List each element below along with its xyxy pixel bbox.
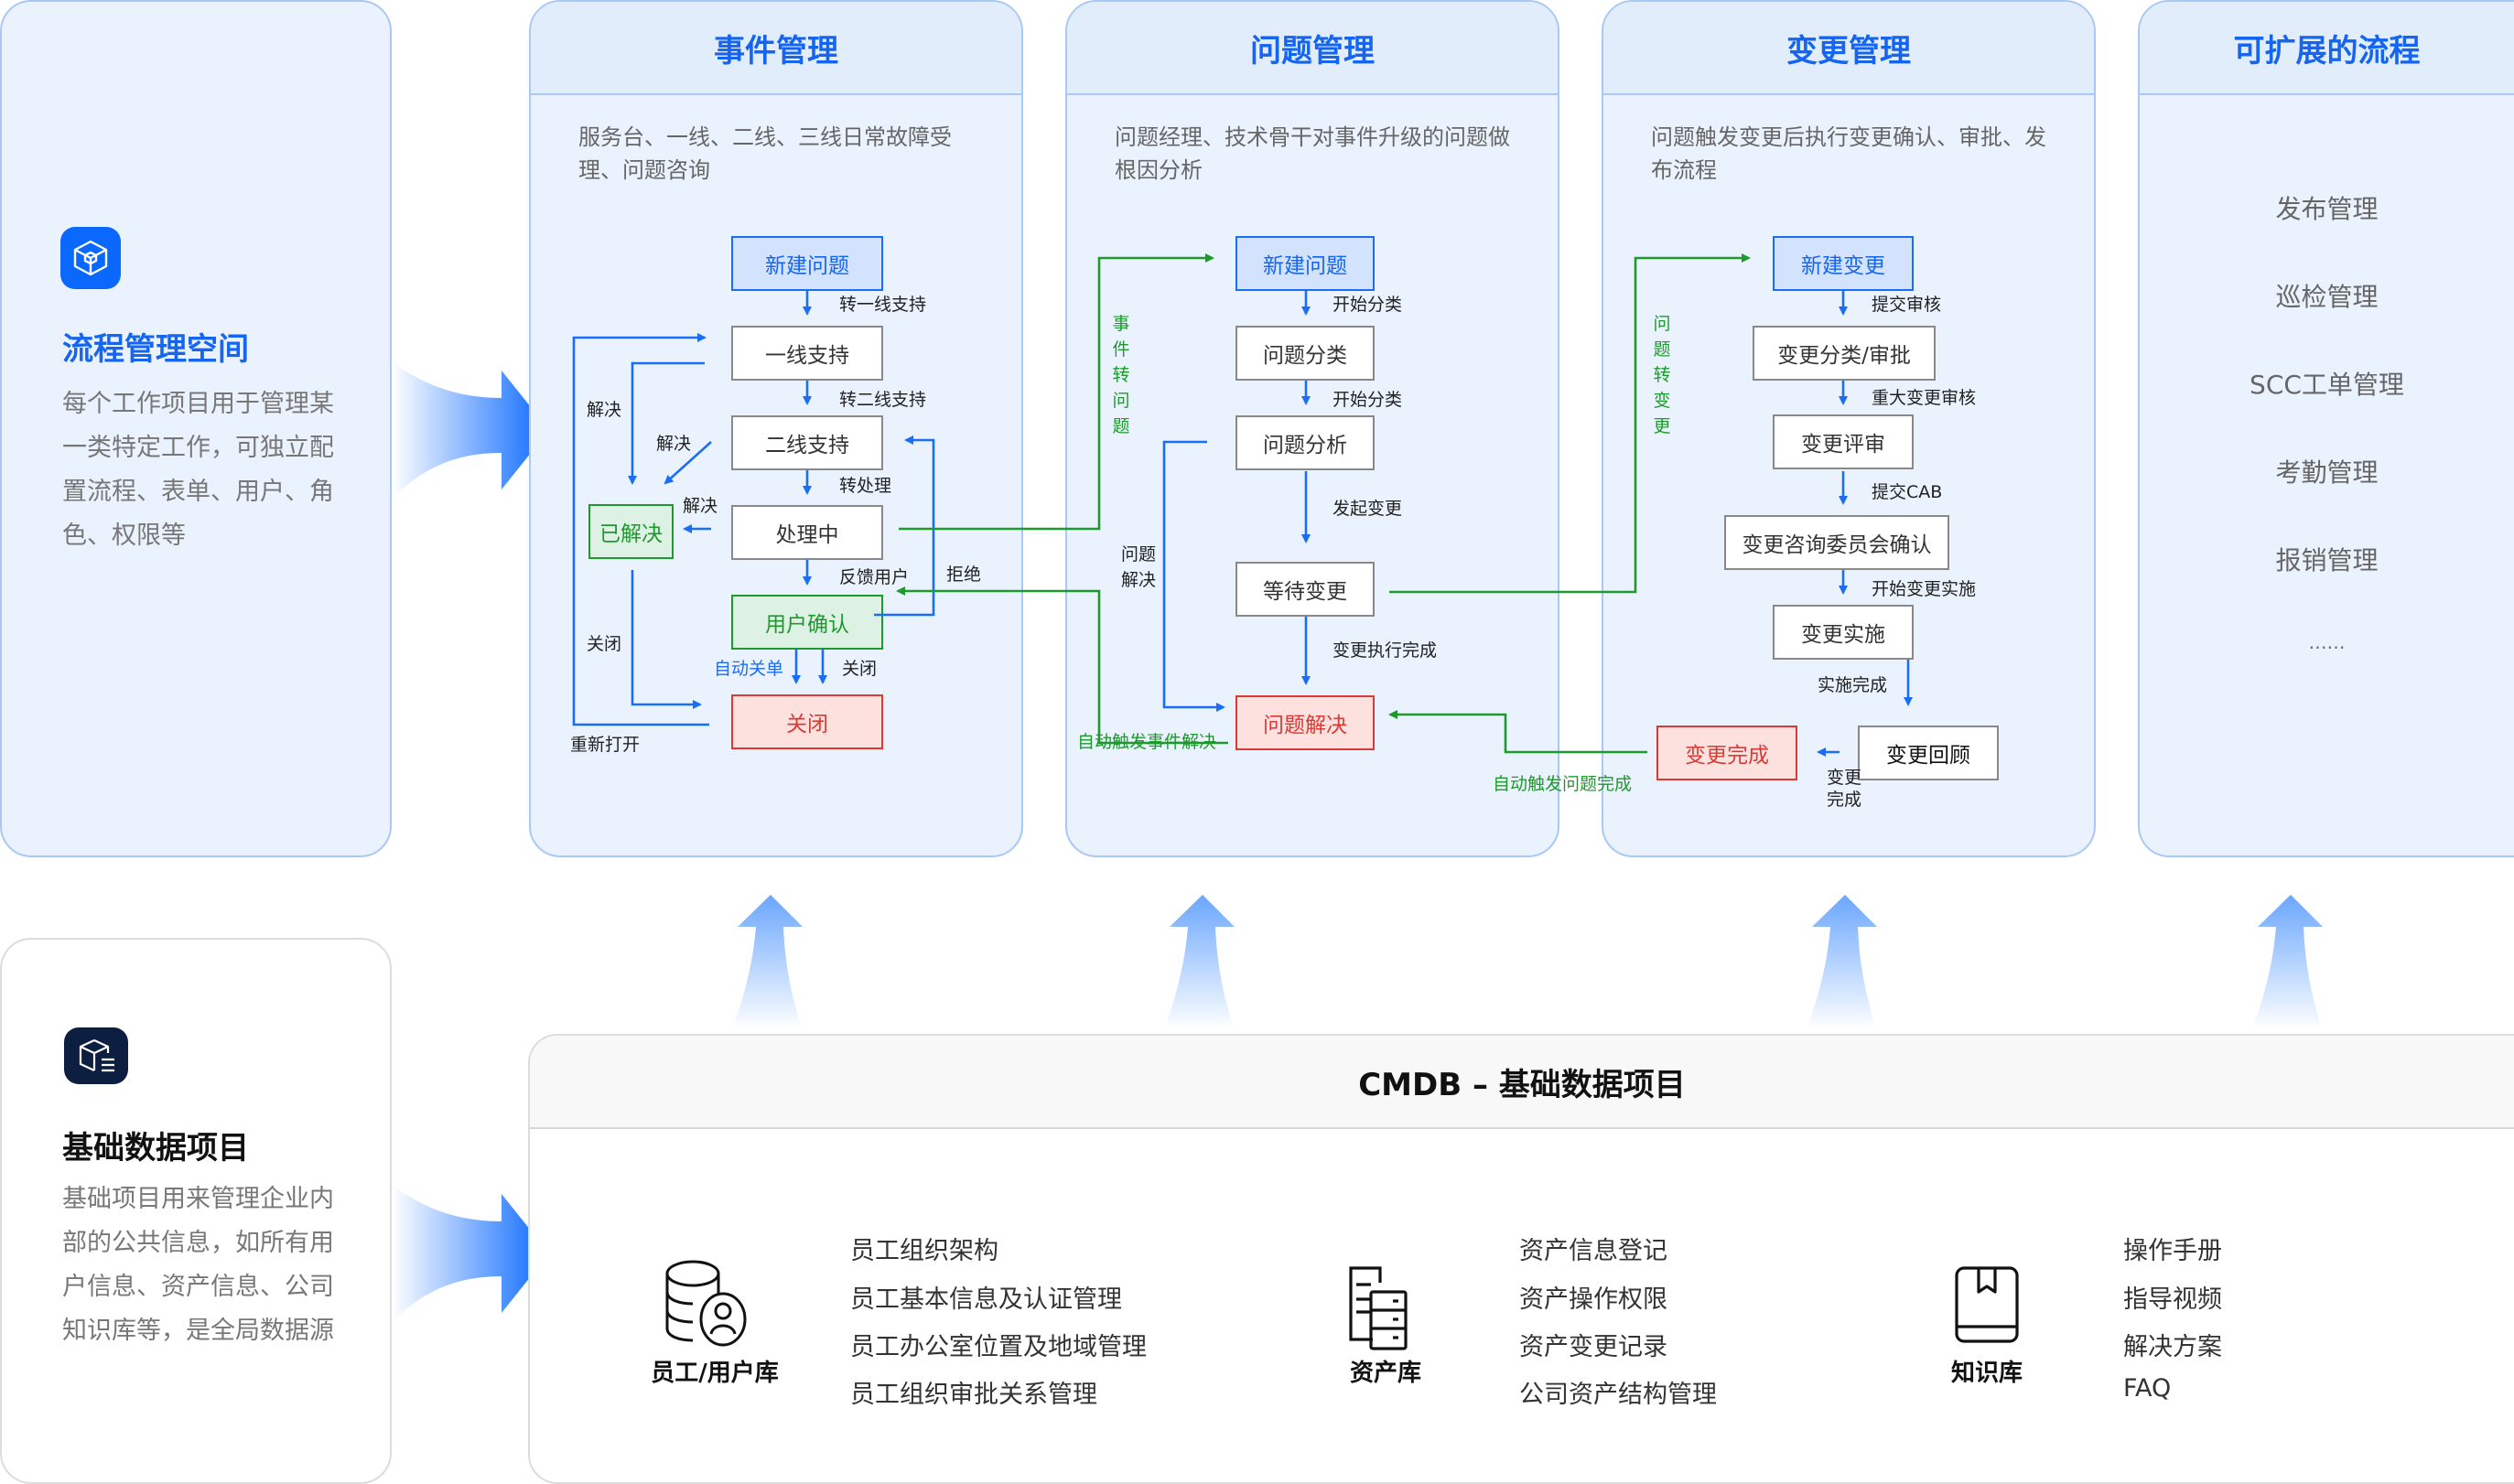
- problem-node-resolved[interactable]: 问题解决: [1235, 695, 1375, 750]
- edge-label: 转一线支持: [839, 295, 927, 315]
- knowledge-base-name: 知识库: [1950, 1360, 2023, 1387]
- change-title: 变更管理: [1603, 2, 2094, 95]
- extensible-item-more: ……: [2308, 631, 2346, 653]
- user-database-item[interactable]: 员工办公室位置及地域管理: [850, 1333, 1147, 1361]
- asset-database-item[interactable]: 公司资产结构管理: [1519, 1381, 1717, 1409]
- knowledge-base-item[interactable]: 解决方案: [2123, 1333, 2222, 1361]
- asset-cabinet-icon: [1347, 1264, 1430, 1352]
- incident-description: 服务台、一线、二线、三线日常故障受理、问题咨询: [578, 124, 952, 183]
- extensible-item[interactable]: 报销管理: [2275, 545, 2379, 575]
- incident-node-closed[interactable]: 关闭: [731, 694, 883, 749]
- user-database-icon: [665, 1259, 757, 1347]
- extensible-title: 可扩展的流程: [2140, 2, 2514, 95]
- edge-label: 重新打开: [570, 735, 641, 755]
- asset-database-item[interactable]: 资产操作权限: [1519, 1285, 1667, 1314]
- incident-node-processing[interactable]: 处理中: [731, 505, 883, 560]
- change-node-implement[interactable]: 变更实施: [1773, 605, 1914, 660]
- incident-node-l2[interactable]: 二线支持: [731, 415, 883, 470]
- cube-icon: [60, 227, 121, 289]
- problem-node-analyze[interactable]: 问题分析: [1235, 415, 1375, 470]
- cmdb-card: CMDB – 基础数据项目 员工/用户库 员工组织架构 员工基本信息及认证管理 …: [528, 1034, 2514, 1484]
- edge-label: 变更完成: [1827, 768, 1862, 810]
- edge-label: 反馈用户: [839, 567, 910, 587]
- up-arrow: [1164, 895, 1235, 1030]
- problem-node-new[interactable]: 新建问题: [1235, 236, 1375, 291]
- user-database-item[interactable]: 员工组织架构: [850, 1237, 998, 1265]
- edge-label-auto-close: 自动关单: [714, 659, 784, 679]
- edge-label: 提交CAB: [1872, 482, 1943, 502]
- base-data-card: 基础数据项目 基础项目用来管理企业内部的公共信息，如所有用户信息、资产信息、公司…: [0, 938, 392, 1484]
- problem-node-wait-change[interactable]: 等待变更: [1235, 562, 1375, 617]
- extensible-item[interactable]: 巡检管理: [2275, 282, 2379, 312]
- knowledge-base-item[interactable]: 操作手册: [2123, 1237, 2222, 1265]
- incident-node-l1[interactable]: 一线支持: [731, 326, 883, 381]
- change-node-classify[interactable]: 变更分类/审批: [1753, 326, 1936, 381]
- edge-label: 转二线支持: [839, 390, 927, 410]
- change-node-done[interactable]: 变更完成: [1656, 726, 1797, 780]
- database-cube-icon: [64, 1027, 128, 1084]
- incident-node-new[interactable]: 新建问题: [731, 236, 883, 291]
- right-arrow-bottom: [392, 1185, 549, 1322]
- process-space-description: 每个工作项目用于管理某一类特定工作，可独立配置流程、表单、用户、角色、权限等: [62, 390, 334, 550]
- knowledge-base-item[interactable]: 指导视频: [2123, 1285, 2222, 1314]
- extensible-item[interactable]: 发布管理: [2275, 194, 2379, 224]
- edge-label: 重大变更审核: [1872, 388, 1977, 408]
- asset-database-item[interactable]: 资产信息登记: [1519, 1237, 1667, 1265]
- incident-node-resolved[interactable]: 已解决: [588, 504, 674, 559]
- edge-label: 关闭: [842, 659, 878, 679]
- edge-label-vertical: 事件转问题: [1112, 314, 1130, 436]
- extensible-item[interactable]: 考勤管理: [2275, 457, 2379, 488]
- knowledge-base-item[interactable]: FAQ: [2123, 1374, 2172, 1403]
- up-arrow: [1807, 895, 1877, 1030]
- incident-node-user-confirm[interactable]: 用户确认: [731, 595, 883, 650]
- edge-label: 拒绝: [946, 565, 982, 585]
- edge-label: 解决: [587, 400, 622, 420]
- edge-label: 自动触发问题完成: [1493, 774, 1633, 794]
- cmdb-title: CMDB – 基础数据项目: [530, 1036, 2514, 1129]
- edge-label: 开始分类: [1333, 295, 1403, 315]
- change-description: 问题触发变更后执行变更确认、审批、发布流程: [1651, 124, 2046, 183]
- edge-label: 提交审核: [1872, 295, 1942, 315]
- book-icon: [1953, 1264, 2021, 1347]
- user-database-name: 员工/用户库: [651, 1360, 779, 1387]
- asset-database-name: 资产库: [1349, 1360, 1421, 1387]
- user-database-item[interactable]: 员工组织审批关系管理: [850, 1381, 1097, 1409]
- edge-label: 开始分类: [1333, 390, 1403, 410]
- edge-label: 转处理: [839, 476, 892, 496]
- change-node-new[interactable]: 新建变更: [1773, 236, 1914, 291]
- edge-label: 关闭: [587, 634, 622, 654]
- user-database-item[interactable]: 员工基本信息及认证管理: [850, 1285, 1122, 1314]
- edge-label: 发起变更: [1333, 499, 1403, 519]
- up-arrow: [732, 895, 803, 1030]
- edge-label: 实施完成: [1818, 675, 1888, 695]
- edge-label: 开始变更实施: [1872, 579, 1977, 599]
- edge-label: 自动触发事件解决: [1077, 732, 1217, 752]
- up-arrow: [2252, 895, 2323, 1030]
- process-space-card: 流程管理空间 每个工作项目用于管理某一类特定工作，可独立配置流程、表单、用户、角…: [0, 0, 392, 857]
- base-data-description: 基础项目用来管理企业内部的公共信息，如所有用户信息、资产信息、公司知识库等，是全…: [62, 1185, 334, 1345]
- process-space-title: 流程管理空间: [62, 331, 249, 368]
- edge-label: 问题解决: [1121, 544, 1157, 590]
- extensible-item[interactable]: SCC工单管理: [2250, 370, 2404, 400]
- asset-database-item[interactable]: 资产变更记录: [1519, 1333, 1667, 1361]
- change-node-retro[interactable]: 变更回顾: [1858, 726, 1999, 780]
- edge-label: 解决: [683, 496, 718, 516]
- problem-title: 问题管理: [1067, 2, 1558, 95]
- change-node-cab[interactable]: 变更咨询委员会确认: [1724, 515, 1949, 570]
- incident-title: 事件管理: [531, 2, 1021, 95]
- edge-label: 解决: [656, 434, 692, 454]
- change-node-review[interactable]: 变更评审: [1773, 414, 1914, 469]
- problem-node-classify[interactable]: 问题分类: [1235, 326, 1375, 381]
- problem-description: 问题经理、技术骨干对事件升级的问题做根因分析: [1115, 124, 1510, 183]
- base-data-title: 基础数据项目: [62, 1130, 249, 1167]
- extensible-process-card: 可扩展的流程 发布管理 巡检管理 SCC工单管理 考勤管理 报销管理 ……: [2138, 0, 2514, 857]
- right-arrow-top: [392, 361, 549, 499]
- edge-label-vertical: 问题转变更: [1653, 314, 1671, 436]
- edge-label: 变更执行完成: [1333, 640, 1438, 661]
